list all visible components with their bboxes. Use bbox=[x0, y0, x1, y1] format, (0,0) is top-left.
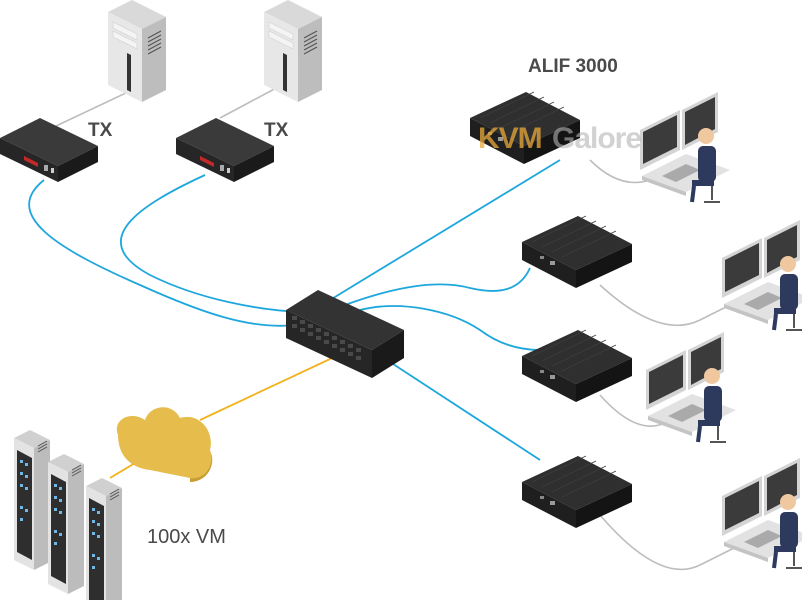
transmitter-icon bbox=[0, 118, 98, 182]
network-switch-icon bbox=[286, 290, 404, 378]
workstation-icon bbox=[720, 456, 802, 570]
copper-links bbox=[55, 85, 741, 571]
watermark-kvm: KVM bbox=[478, 122, 543, 155]
tower-computer-icon bbox=[263, 0, 323, 103]
link-rx4-ws4 bbox=[599, 514, 741, 571]
link-tx1-switch bbox=[28, 179, 296, 327]
receiver-icon bbox=[521, 329, 633, 403]
server-rack-icon bbox=[13, 429, 51, 571]
receiver-icon bbox=[521, 455, 633, 529]
tower-computer-icon bbox=[107, 0, 167, 103]
link-switch-rx4 bbox=[389, 361, 541, 461]
watermark-galore: Galore bbox=[552, 122, 642, 155]
vm-count-label: 100x VM bbox=[147, 526, 226, 548]
receiver-model-label: ALIF 3000 bbox=[528, 56, 618, 77]
link-cloud-switch bbox=[199, 351, 346, 421]
tx-right-label: TX bbox=[264, 120, 289, 141]
link-rx2-ws2 bbox=[599, 284, 741, 327]
transmitter-icon bbox=[176, 118, 274, 182]
workstation-icon bbox=[720, 218, 802, 332]
server-rack-icon bbox=[47, 453, 85, 595]
receiver-icon bbox=[521, 215, 633, 289]
link-switch-rx2 bbox=[344, 267, 531, 306]
server-rack-icon bbox=[85, 477, 123, 600]
workstation-icon bbox=[638, 90, 732, 204]
fiber-links bbox=[28, 159, 561, 461]
link-switch-rx3 bbox=[359, 305, 541, 351]
link-switch-rx1 bbox=[329, 159, 561, 301]
tx-left-label: TX bbox=[88, 120, 113, 141]
cloud-icon bbox=[116, 407, 213, 482]
link-pc1-tx1 bbox=[55, 91, 129, 127]
link-tx2-switch bbox=[120, 174, 301, 313]
link-pc2-tx2 bbox=[219, 85, 281, 119]
